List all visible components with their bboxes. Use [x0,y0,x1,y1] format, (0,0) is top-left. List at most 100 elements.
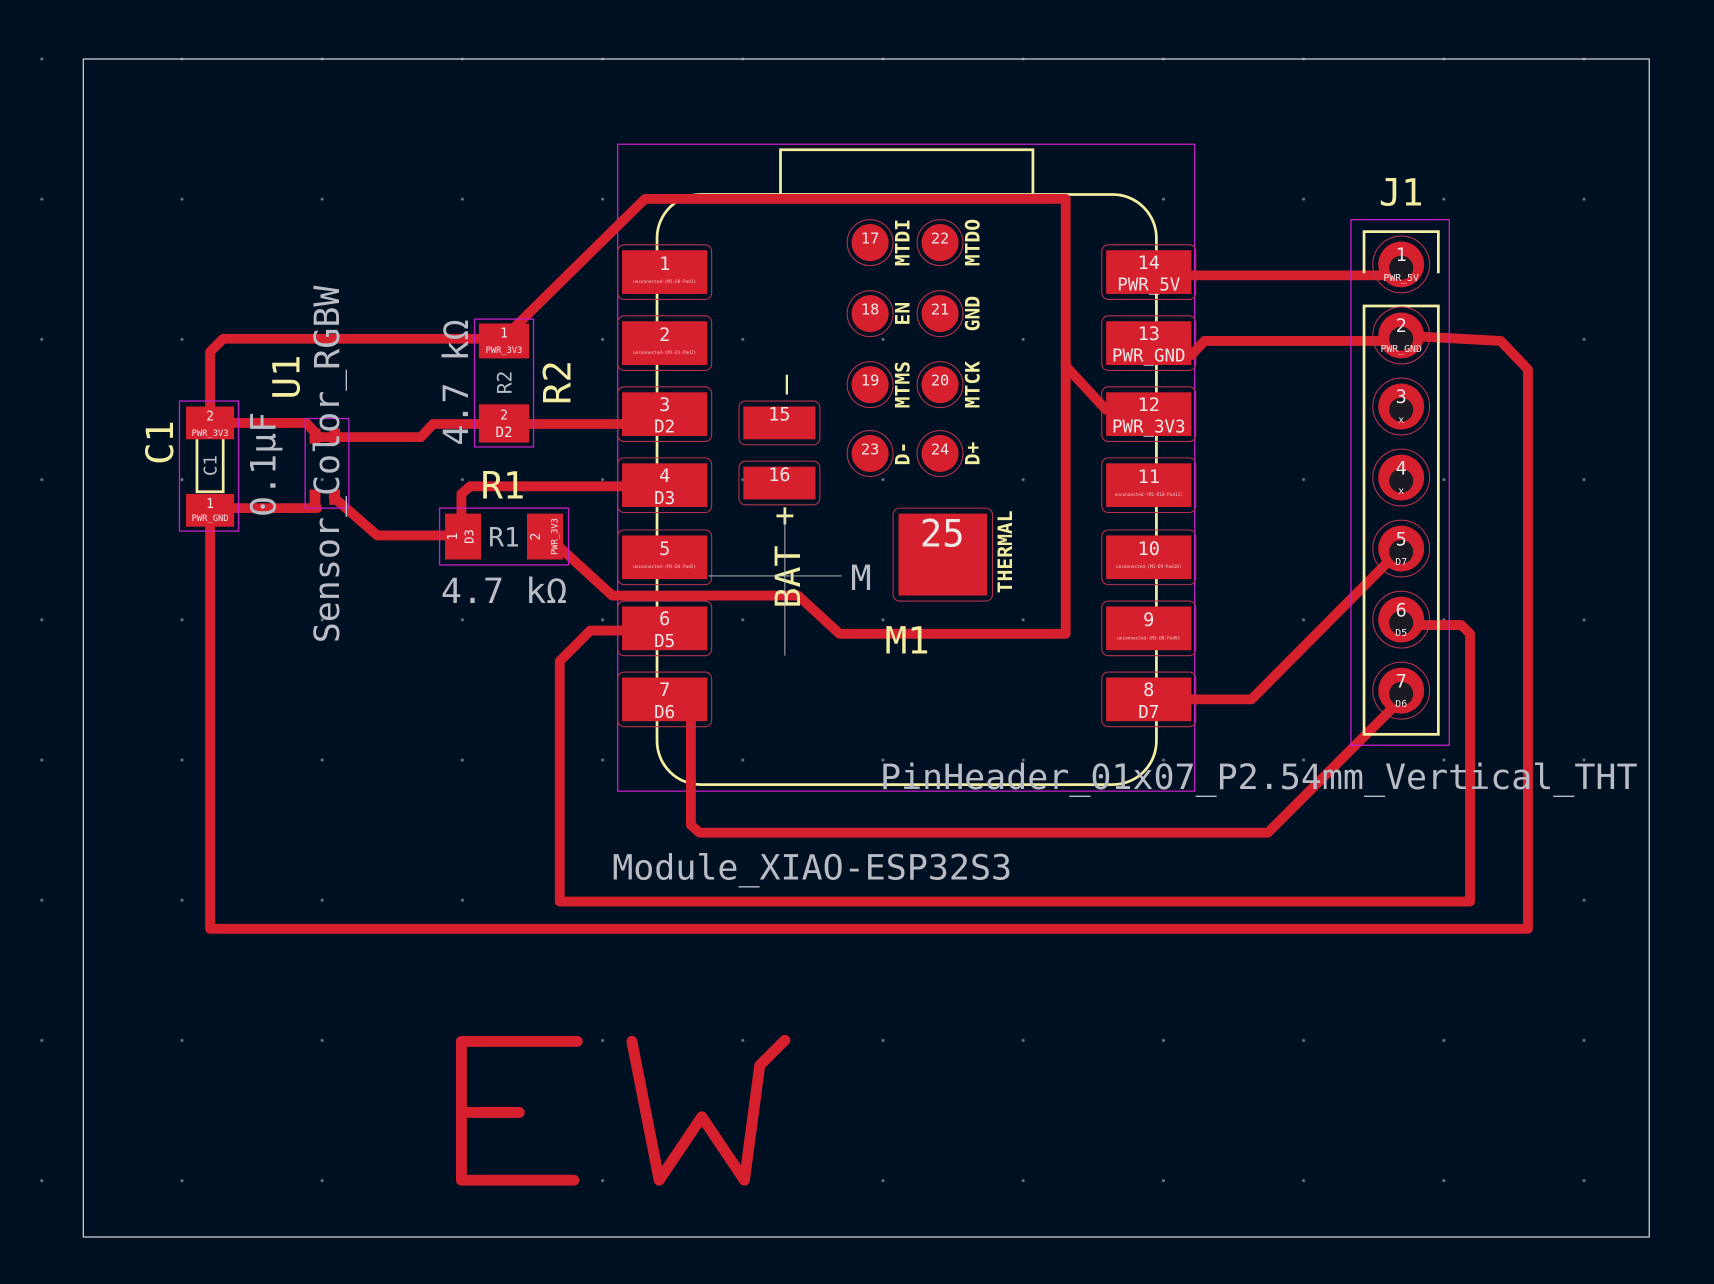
m1-pad-7[interactable] [622,677,708,722]
m1-pad-21[interactable] [921,295,959,333]
r1-reference: R1 [481,464,526,507]
m1-pad-13[interactable] [1106,321,1192,365]
u1-pad[interactable] [309,489,321,505]
pin-net: D6 [1395,699,1407,710]
pad-number: 24 [931,441,949,459]
pad-outline [1372,661,1431,720]
j1-drill-hole [1389,610,1414,635]
pad-function-label: MTMS [891,361,914,408]
sensor-u1[interactable]: U1 Sensor_Color_RGBW [266,285,350,644]
m1-pad-23[interactable] [851,434,889,473]
r1-pad-1[interactable] [445,513,482,560]
m1-pad-18[interactable] [851,295,889,333]
capacitor-c1[interactable]: 2 PWR_3V3 1 PWR_GND C1 C1 0.1µF [139,400,285,532]
m1-pad-10[interactable] [1106,535,1192,580]
pad-outline [892,507,994,602]
trace-d3[interactable] [456,481,669,524]
trace-c1-r2[interactable] [205,333,508,421]
pad-outline [617,244,713,300]
trace-d6[interactable] [685,694,1407,838]
j1-footprint-label: PinHeader_01x07_P2.54mm_Vertical_THT [880,758,1638,798]
r2-courtyard [473,318,535,448]
m1-pad-11[interactable] [1106,463,1192,508]
r2-pad-1[interactable] [478,323,530,359]
pad-number: 8 [1143,680,1154,701]
r1-pad-2[interactable] [526,513,564,560]
trace-gnd[interactable] [205,330,1533,934]
pin-net: PWR_GND [1380,344,1422,355]
trace-3v3-r1[interactable] [541,355,1071,639]
pad-outline [617,671,713,728]
pad-outline [1372,590,1431,649]
m1-pad-1[interactable] [622,250,708,294]
pin-number: 3 [1396,387,1407,408]
pad-number: 1 [659,254,670,275]
trace-d5[interactable] [554,620,1475,907]
m1-pad-5[interactable] [622,535,708,580]
pad-outline [846,430,894,477]
m1-pad-3[interactable] [622,392,708,437]
pad-outline [1101,529,1197,586]
pad-number: 15 [768,405,790,426]
m1-pad-19[interactable] [851,366,889,404]
trace-u1-r1[interactable] [328,492,456,541]
pad-outline [617,386,713,443]
pad-outline [617,315,713,371]
m1-pad-14[interactable] [1106,250,1192,294]
bat-label: BAT [769,545,809,608]
pin-net: PWR_5V [1383,273,1419,284]
r1-pad2-net: PWR_3V3 [551,518,561,555]
pad-number: 9 [1143,610,1154,631]
m1-pad-8[interactable] [1106,677,1192,722]
board-outline [82,58,1650,1238]
u1-reference: U1 [266,355,309,400]
pad-outline [1101,315,1197,371]
m1-pad-12[interactable] [1106,392,1192,437]
pad-number: 16 [768,465,790,486]
r2-pad-2[interactable] [478,404,530,443]
c1-value: 0.1µF [245,412,285,517]
m1-pad-15[interactable] [743,406,816,440]
pad-number: 17 [861,230,879,248]
r1-pad1-num: 1 [446,533,461,541]
pad-net-tiny: unconnected-(M1-D0-Pad1) [633,279,696,285]
pad-outline [1101,600,1197,657]
u1-pad[interactable] [329,489,341,505]
m1-pads[interactable]: 1unconnected-(M1-D0-Pad1)2unconnected-(M… [617,219,1197,728]
m1-pad-4[interactable] [622,463,708,508]
r2-pad2-num: 2 [500,409,508,424]
c1-pad-2[interactable] [186,406,235,440]
m1-silk-text: BAT + – M1 Module_XIAO-ESP32S3 [612,375,1012,889]
m1-pad-24[interactable] [921,434,959,473]
pad-net: D2 [654,418,675,438]
m1-pad-9[interactable] [1106,606,1192,651]
trace-3v3-top[interactable] [498,193,1112,415]
copper-traces[interactable] [205,193,1533,934]
resistor-r2[interactable]: 1 PWR_3V3 2 D2 R2 R2 4.7 kΩ [437,318,580,448]
pad-net-tiny: unconnected-(M1-D4-Pad5) [633,564,696,570]
m1-pad-20[interactable] [921,366,959,404]
r1-fab-ref: R1 [488,523,520,553]
m1-pad-2[interactable] [622,321,708,365]
board-text-ew[interactable]: EW [0,0,791,1186]
r2-value: 4.7 kΩ [437,319,477,445]
u1-pad[interactable] [309,428,321,444]
c1-pad-1[interactable] [186,493,235,527]
m1-footprint-label: Module_XIAO-ESP32S3 [612,849,1012,889]
trace-d2[interactable] [314,419,669,443]
pad-function-label: MTDI [891,219,914,266]
m1-pad-16[interactable] [743,466,816,500]
m1-pad-22[interactable] [921,224,959,262]
pin-number: 7 [1396,671,1407,692]
j1-drill-hole [1389,326,1414,351]
r2-pad1-num: 1 [500,327,508,342]
resistor-r1[interactable]: 1 D3 2 PWR_3V3 R1 R1 4.7 kΩ [438,464,570,612]
pad-number: 6 [659,609,670,630]
u1-pad[interactable] [329,428,341,444]
m1-pad-25[interactable] [898,513,988,596]
m1-pad-17[interactable] [851,224,889,262]
m1-pad-6[interactable] [622,606,708,651]
